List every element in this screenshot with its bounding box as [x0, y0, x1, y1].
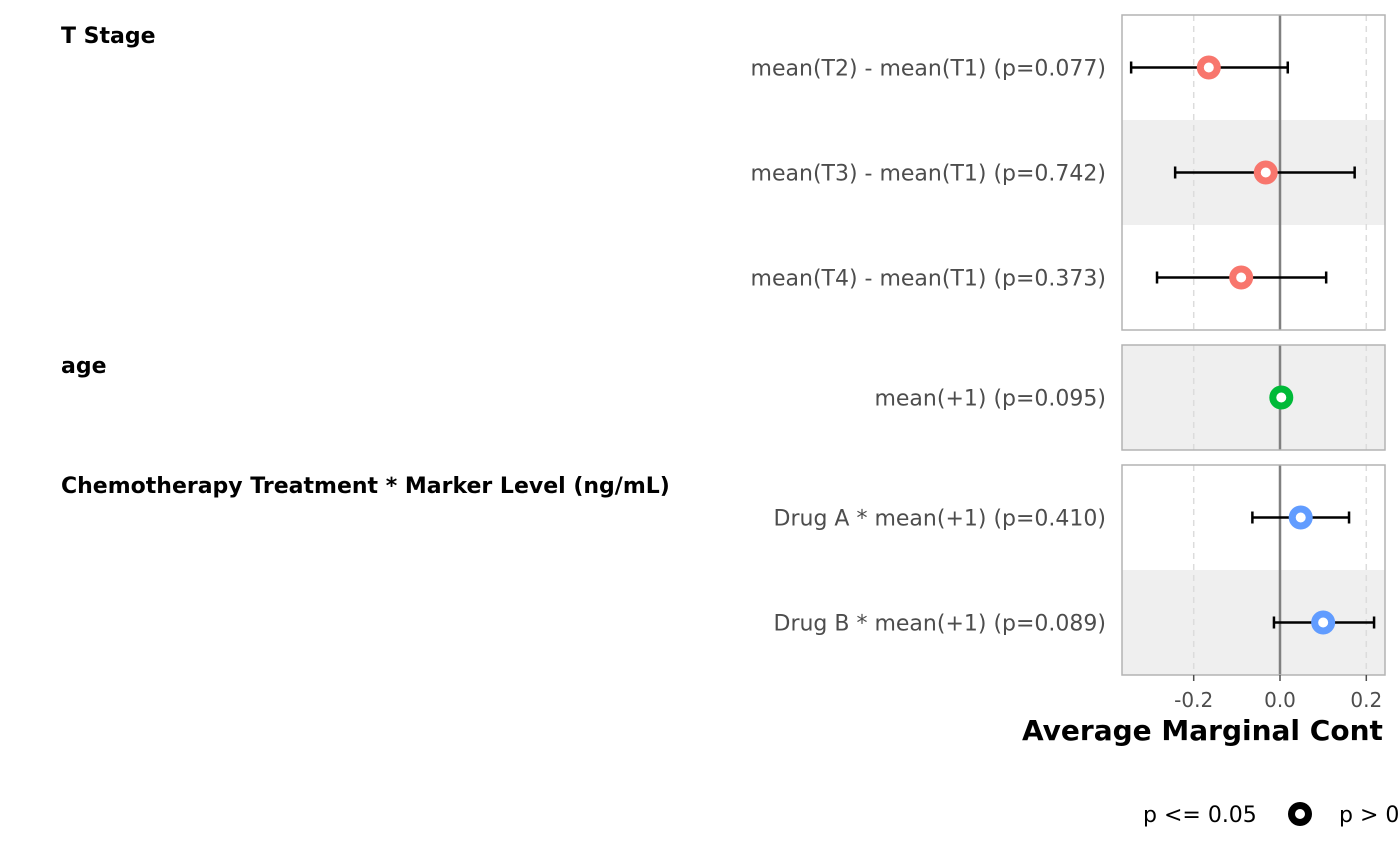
- x-tick-label: 0.0: [1264, 688, 1296, 712]
- legend-marker-center: [1295, 809, 1305, 819]
- estimate-point-center: [1276, 392, 1287, 403]
- estimate-point-center: [1260, 167, 1271, 178]
- facet-1: age mean(+1) (p=0.095): [61, 344, 1386, 451]
- row-label: Drug A * mean(+1) (p=0.410): [774, 507, 1106, 532]
- facet-2: Chemotherapy Treatment * Marker Level (n…: [61, 464, 1386, 676]
- legend-label: p > 0: [1339, 803, 1399, 828]
- legend-label: p <= 0.05: [1143, 803, 1257, 828]
- row-label: mean(T4) - mean(T1) (p=0.373): [751, 267, 1106, 292]
- row-label: mean(T2) - mean(T1) (p=0.077): [751, 57, 1106, 82]
- row-label: Drug B * mean(+1) (p=0.089): [774, 612, 1107, 637]
- facet-panels: T Stage mean(T2) - mean(T1) (p=0.077) mean…: [61, 14, 1386, 676]
- panel-border: [1121, 464, 1386, 676]
- estimate-point-center: [1203, 62, 1214, 73]
- x-axis-title: Average Marginal Cont: [1022, 714, 1383, 747]
- legend: p <= 0.05 p > 0: [1143, 802, 1399, 828]
- panel-border: [1121, 344, 1386, 451]
- x-axis: -0.2 0.0 0.2: [1174, 675, 1382, 712]
- row-stripe: [1122, 345, 1385, 450]
- row-label: mean(+1) (p=0.095): [874, 387, 1106, 412]
- facet-title: Chemotherapy Treatment * Marker Level (n…: [61, 474, 670, 499]
- x-tick-label: -0.2: [1174, 688, 1213, 712]
- estimate-point-center: [1295, 512, 1306, 523]
- row-label: mean(T3) - mean(T1) (p=0.742): [751, 162, 1106, 187]
- facet-title: age: [61, 354, 107, 379]
- panel-border: [1121, 14, 1386, 331]
- estimate-point-center: [1318, 617, 1329, 628]
- x-tick-label: 0.2: [1350, 688, 1382, 712]
- facet-title: T Stage: [61, 24, 156, 49]
- facet-0: T Stage mean(T2) - mean(T1) (p=0.077) mean…: [61, 14, 1386, 331]
- estimate-point-center: [1236, 272, 1247, 283]
